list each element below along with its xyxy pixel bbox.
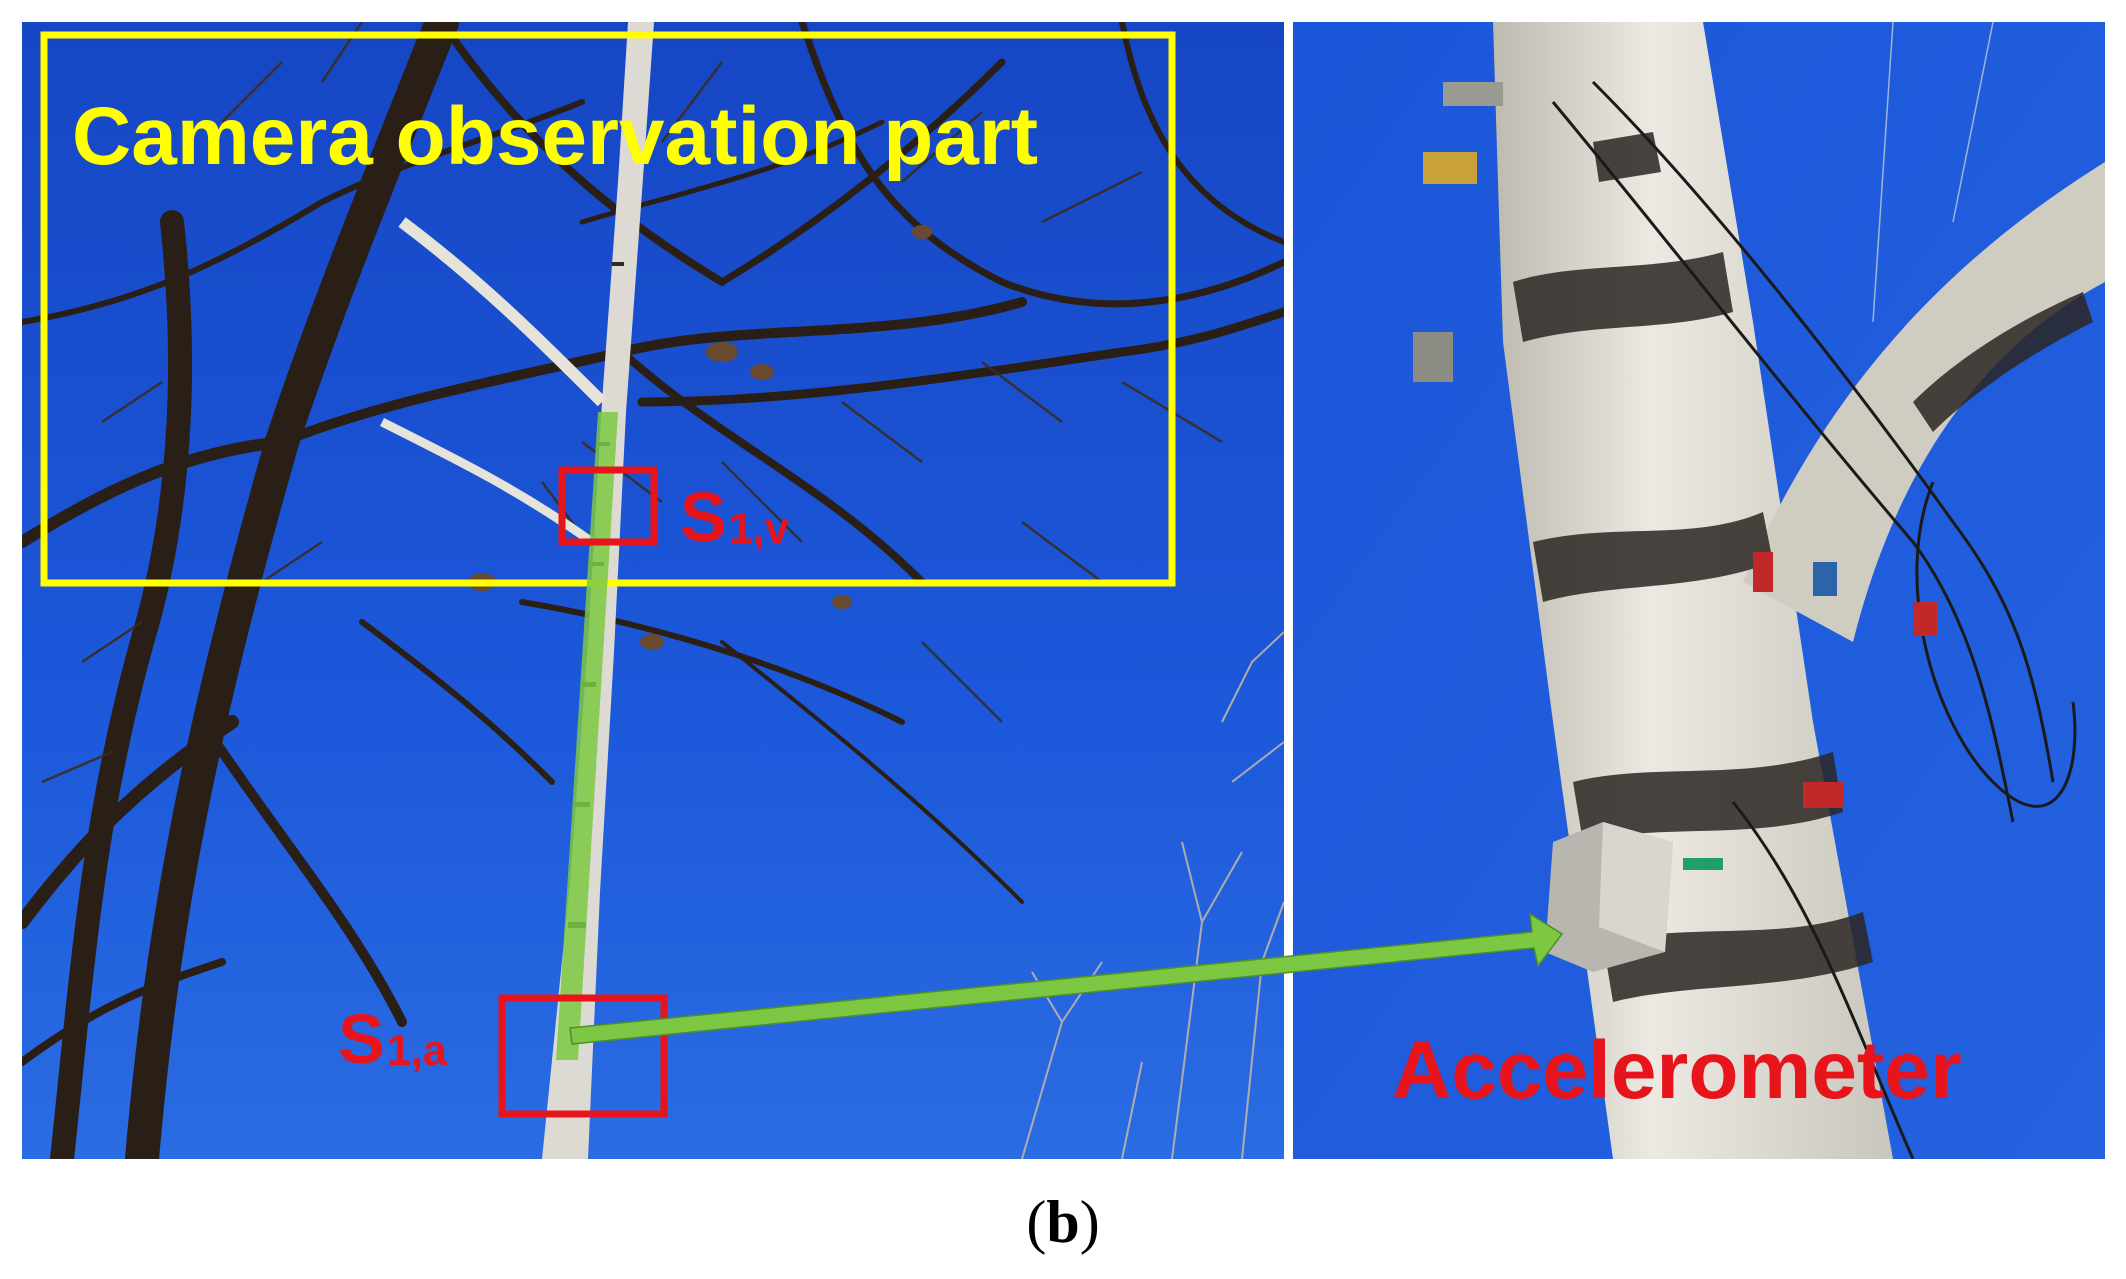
sky: [22, 22, 1284, 1159]
right-photo: [1293, 22, 2105, 1159]
right-photo-scene: [1293, 22, 2105, 1159]
cables: [1551, 80, 2077, 1159]
caption-close-paren: ): [1079, 1189, 1100, 1255]
left-photo: [22, 22, 1284, 1159]
s1v-symbol: S: [680, 478, 727, 556]
s1a-label: S1,a: [338, 1004, 447, 1074]
left-photo-scene: [22, 22, 1284, 1159]
guy-wires: [1872, 22, 1994, 323]
figure-caption: (b): [0, 1188, 2126, 1257]
s1a-symbol: S: [338, 1000, 385, 1078]
bark-patches: [1513, 132, 2093, 1002]
accelerometer-device: [1545, 822, 1723, 972]
accelerometer-label: Accelerometer: [1392, 1025, 1962, 1116]
top-sensors: [1413, 82, 1937, 808]
s1v-label: S1,v: [680, 482, 789, 552]
caption-letter: b: [1046, 1189, 1080, 1255]
caption-open-paren: (: [1026, 1189, 1047, 1255]
camera-observation-label: Camera observation part: [72, 91, 1039, 182]
s1v-subscript: 1,v: [728, 505, 790, 554]
s1a-subscript: 1,a: [386, 1027, 448, 1076]
